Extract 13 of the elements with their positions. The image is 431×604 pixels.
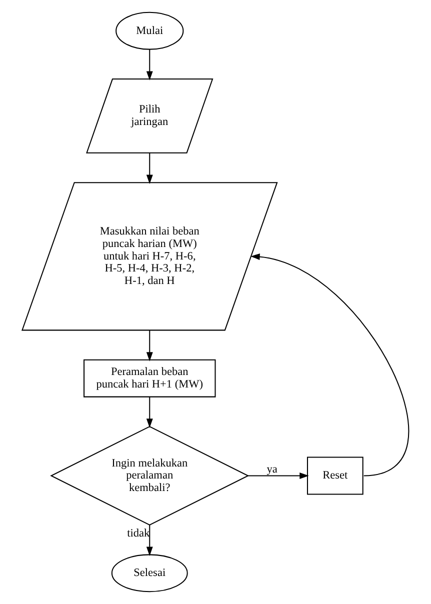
arrow bbox=[146, 152, 153, 184]
arrow bbox=[250, 254, 409, 476]
arrow bbox=[248, 472, 309, 479]
node-diamond: Ingin melakukan peralaman kembali? bbox=[50, 426, 250, 526]
node-box: Peramalan beban puncak hari H+1 (MW) bbox=[84, 359, 216, 398]
arrow bbox=[146, 50, 153, 80]
edge-label: ya bbox=[266, 463, 278, 476]
arrow bbox=[146, 330, 153, 362]
arrow bbox=[146, 396, 153, 428]
node-ellipse: Selesai bbox=[111, 554, 188, 592]
node-ellipse: Mulai bbox=[116, 12, 184, 50]
arrow bbox=[146, 525, 153, 556]
node-box: Reset bbox=[306, 456, 364, 495]
